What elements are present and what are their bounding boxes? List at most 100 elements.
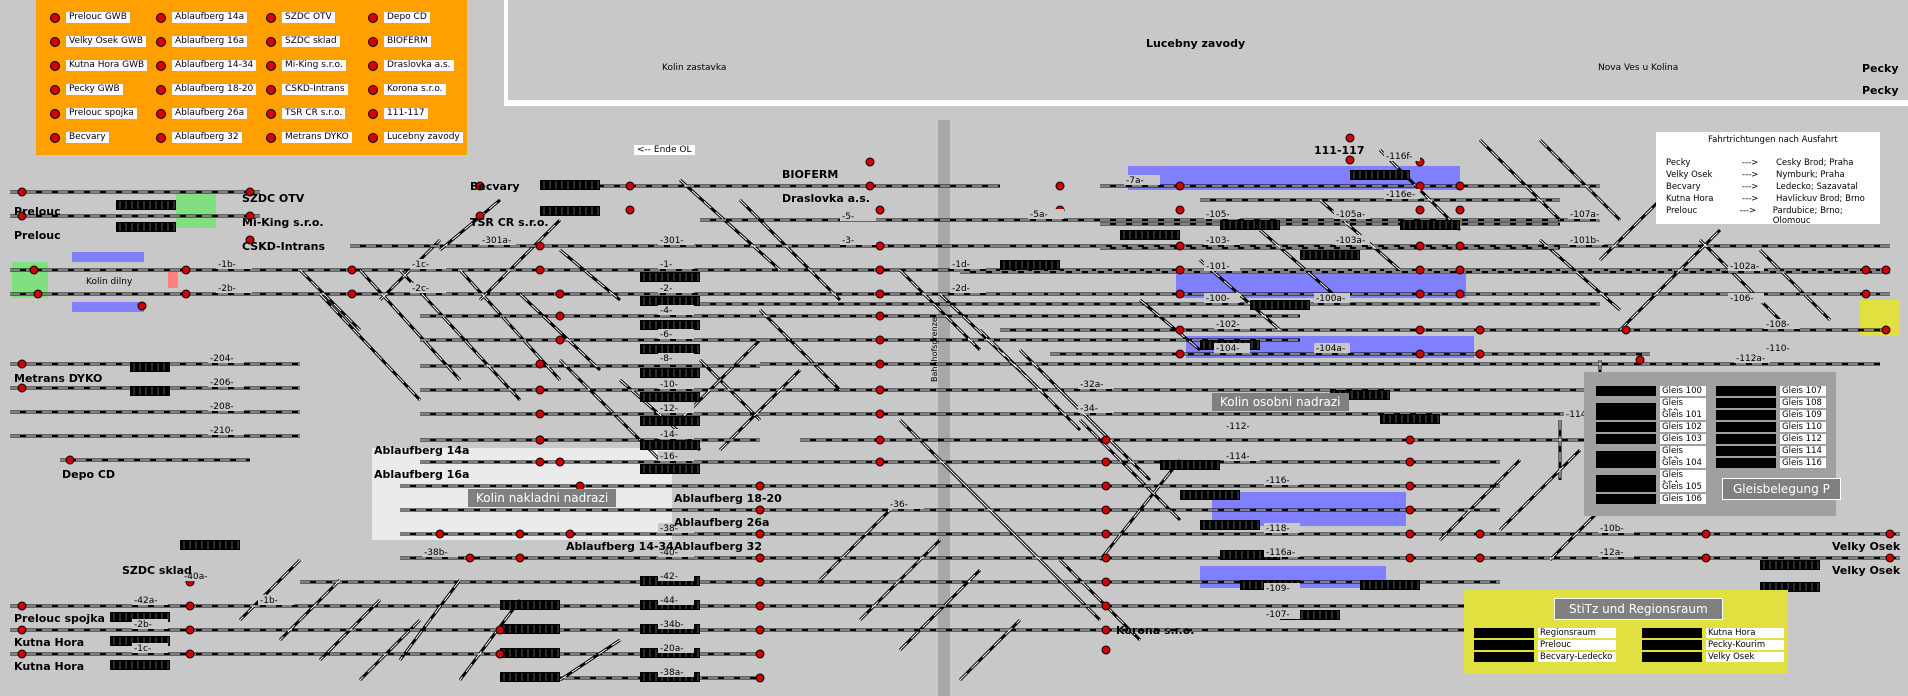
track-occupancy-row[interactable]: Gleis 107 bbox=[1716, 386, 1826, 396]
track-occupancy-row[interactable]: Gleis 108 bbox=[1716, 398, 1826, 408]
stitz-row[interactable]: Pecky-Kourim bbox=[1642, 640, 1784, 650]
siding-label[interactable]: Depo CD bbox=[62, 468, 116, 481]
track-number-label: -44- bbox=[660, 596, 678, 606]
legend-item[interactable]: Depo CD bbox=[368, 12, 430, 23]
legend-item[interactable]: CSKD-Intrans bbox=[266, 84, 348, 95]
siding-label[interactable]: Mi-King s.r.o. bbox=[242, 216, 324, 229]
occupancy-block bbox=[1000, 260, 1060, 270]
siding-label[interactable]: Ablaufberg 14a bbox=[374, 444, 470, 457]
occupancy-block bbox=[1220, 220, 1280, 230]
signal bbox=[475, 211, 485, 221]
legend-item[interactable]: Ablaufberg 16a bbox=[156, 36, 248, 47]
track-occupancy-row[interactable]: Gleis 110 bbox=[1716, 422, 1826, 432]
legend-item[interactable]: Kutna Hora GWB bbox=[50, 60, 148, 71]
stitz-title-button[interactable]: StiTz und Regionsraum bbox=[1554, 598, 1723, 620]
exit-label-kutna-hora[interactable]: Kutna Hora bbox=[14, 636, 85, 649]
track-name: Gleis 116 bbox=[1780, 458, 1826, 468]
track-segment-highlight bbox=[1139, 299, 1201, 351]
legend-item[interactable]: 111-117 bbox=[368, 108, 428, 119]
legend-item[interactable]: SZDC OTV bbox=[266, 12, 335, 23]
track-occupancy-row[interactable]: Gleis 106 bbox=[1596, 494, 1706, 504]
track-occupancy-row[interactable]: Gleis 101 bbox=[1596, 410, 1706, 420]
occupancy-block bbox=[640, 296, 700, 306]
legend-item[interactable]: Ablaufberg 14a bbox=[156, 12, 248, 23]
occupancy-block bbox=[1180, 490, 1240, 500]
legend-item[interactable]: Lucebny zavody bbox=[368, 132, 463, 143]
legend-item[interactable]: BIOFERM bbox=[368, 36, 431, 47]
legend-label: Ablaufberg 26a bbox=[172, 108, 248, 119]
legend-item[interactable]: Korona s.r.o. bbox=[368, 84, 446, 95]
track-occupancy-row[interactable]: Gleis 109 bbox=[1716, 410, 1826, 420]
legend-item[interactable]: Draslovka a.s. bbox=[368, 60, 454, 71]
stitz-row[interactable]: Prelouc bbox=[1474, 640, 1616, 650]
legend-item[interactable]: SZDC sklad bbox=[266, 36, 340, 47]
legend-item[interactable]: Prelouc spojka bbox=[50, 108, 137, 119]
legend-item[interactable]: TSR CR s.r.o. bbox=[266, 108, 346, 119]
occupancy-block bbox=[1474, 628, 1534, 638]
siding-label[interactable]: Becvary bbox=[470, 180, 520, 193]
station-label[interactable]: Lucebny zavody bbox=[1146, 37, 1246, 50]
siding-label[interactable]: Korona s.r.o. bbox=[1116, 624, 1195, 637]
exit-label-pecky[interactable]: Pecky bbox=[1862, 62, 1899, 75]
occupancy-block bbox=[1716, 434, 1776, 444]
siding-label[interactable]: CSKD-Intrans bbox=[242, 240, 326, 253]
zone-kolin-nakladni-nadrazi[interactable]: Kolin nakladni nadrazi bbox=[468, 489, 617, 507]
track-occupancy-row[interactable]: Gleis 103 bbox=[1596, 434, 1706, 444]
track-occupancy-row[interactable]: Gleis 100 bbox=[1596, 386, 1706, 396]
track-occupancy-row[interactable]: Gleis 102 bbox=[1596, 422, 1706, 432]
track-segment-highlight bbox=[459, 269, 561, 381]
legend-item[interactable]: Mi-King s.r.o. bbox=[266, 60, 346, 71]
zone-kolin-osobni-nadrazi[interactable]: Kolin osobni nadrazi bbox=[1212, 393, 1349, 411]
track-occupancy-row[interactable]: Gleis 116 bbox=[1716, 458, 1826, 468]
signal bbox=[1621, 325, 1631, 335]
exit-label-velky-osek[interactable]: Velky Osek bbox=[1832, 540, 1901, 553]
track-segment-highlight bbox=[559, 249, 621, 301]
exit-label-velky-osek[interactable]: Velky Osek bbox=[1832, 564, 1901, 577]
legend-item[interactable]: Metrans DYKO bbox=[266, 132, 352, 143]
track-occupancy-row[interactable]: Gleis 104 bbox=[1596, 458, 1706, 468]
exit-label-kutna-hora[interactable]: Kutna Hora bbox=[14, 660, 85, 673]
stitz-row[interactable]: Kutna Hora bbox=[1642, 628, 1784, 638]
siding-label[interactable]: SZDC sklad bbox=[122, 564, 192, 577]
track-number-label: -112a- bbox=[1736, 354, 1765, 364]
siding-label[interactable]: Ablaufberg 32 bbox=[674, 540, 762, 553]
exit-label-pecky[interactable]: Pecky bbox=[1862, 84, 1899, 97]
track-occupancy-row[interactable]: Gleis 114 bbox=[1716, 446, 1826, 456]
stitz-row[interactable]: Velky Osek bbox=[1642, 652, 1784, 662]
legend-item[interactable]: Prelouc GWB bbox=[50, 12, 130, 23]
signal-icon bbox=[368, 108, 378, 119]
signal bbox=[515, 529, 525, 539]
siding-label[interactable]: Metrans DYKO bbox=[14, 372, 103, 385]
legend-item[interactable]: Ablaufberg 32 bbox=[156, 132, 242, 143]
siding-label[interactable]: 111-117 bbox=[1314, 144, 1365, 157]
stitz-row[interactable]: Regionsraum bbox=[1474, 628, 1616, 638]
exit-label-prelouc[interactable]: Prelouc bbox=[14, 205, 61, 218]
siding-label[interactable]: Ablaufberg 16a bbox=[374, 468, 470, 481]
siding-label[interactable]: Ablaufberg 14-34 bbox=[566, 540, 674, 553]
signal bbox=[347, 265, 357, 275]
siding-label[interactable]: Prelouc spojka bbox=[14, 612, 105, 625]
siding-label[interactable]: SZDC OTV bbox=[242, 192, 305, 205]
legend-item[interactable]: Ablaufberg 14-34 bbox=[156, 60, 257, 71]
legend-label: Prelouc GWB bbox=[66, 12, 130, 23]
gleisbelegung-button[interactable]: Gleisbelegung P bbox=[1722, 478, 1841, 500]
track-segment-highlight bbox=[459, 599, 521, 681]
signal bbox=[875, 205, 885, 215]
exit-label-prelouc[interactable]: Prelouc bbox=[14, 229, 61, 242]
siding-label[interactable]: Draslovka a.s. bbox=[782, 192, 870, 205]
legend-item[interactable]: Ablaufberg 26a bbox=[156, 108, 248, 119]
siding-label[interactable]: BIOFERM bbox=[782, 168, 839, 181]
siding-label[interactable]: Ablaufberg 18-20 bbox=[674, 492, 782, 505]
track-occupancy-row[interactable]: Gleis 105 bbox=[1596, 482, 1706, 492]
occupancy-block bbox=[1596, 494, 1656, 504]
legend-item[interactable]: Pecky GWB bbox=[50, 84, 123, 95]
track-number-label: -2b- bbox=[218, 284, 236, 294]
siding-label[interactable]: TSR CR s.r.o. bbox=[470, 216, 549, 229]
stitz-row[interactable]: Becvary-Ledecko bbox=[1474, 652, 1616, 662]
legend-item[interactable]: Velky Osek GWB bbox=[50, 36, 147, 47]
signal bbox=[1885, 529, 1895, 539]
track-occupancy-row[interactable]: Gleis 112 bbox=[1716, 434, 1826, 444]
legend-item[interactable]: Becvary bbox=[50, 132, 109, 143]
siding-label[interactable]: Ablaufberg 26a bbox=[674, 516, 770, 529]
legend-item[interactable]: Ablaufberg 18-20 bbox=[156, 84, 257, 95]
